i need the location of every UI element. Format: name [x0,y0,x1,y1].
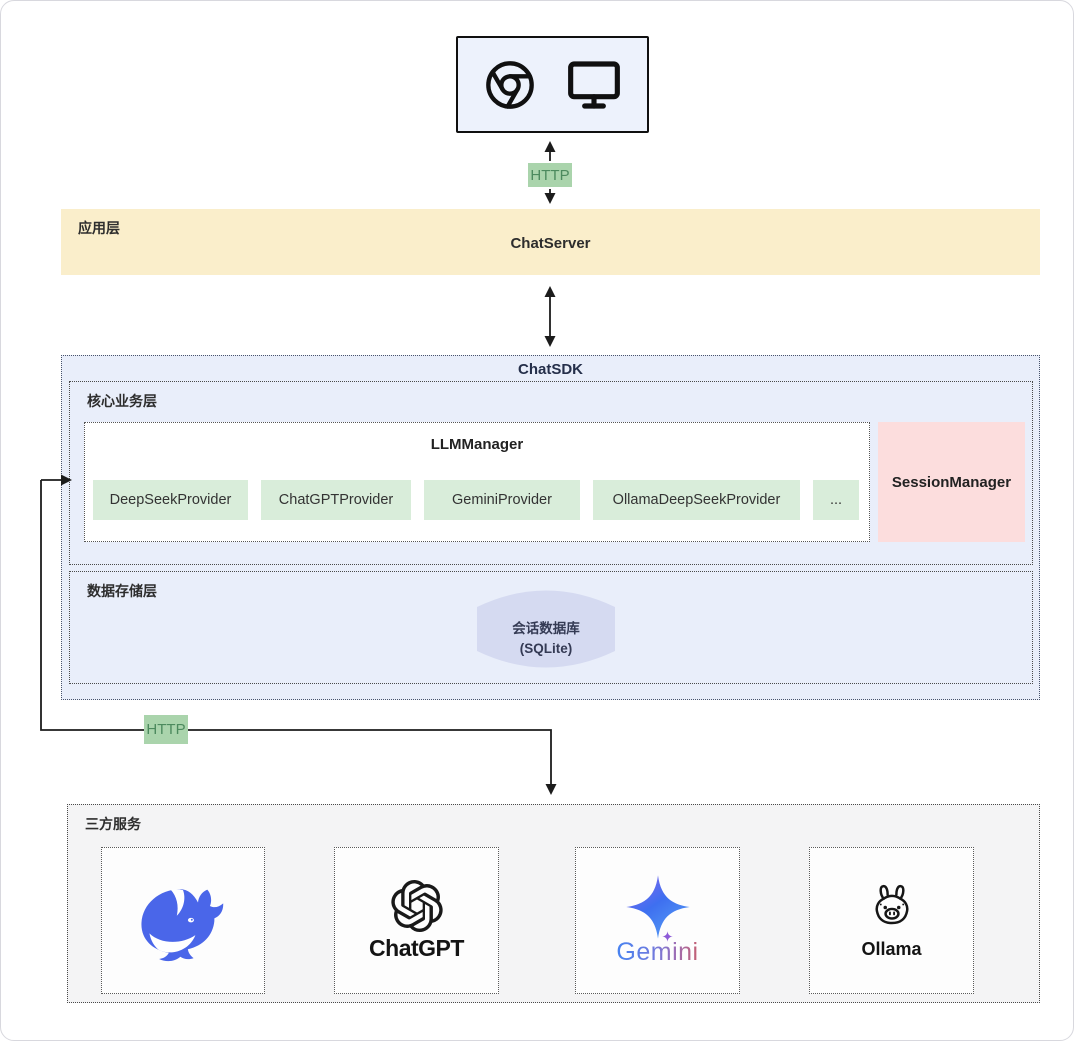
chrome-icon [485,60,534,109]
provider-gemini: GeminiProvider [424,480,580,520]
provider-ollama-deepseek: OllamaDeepSeekProvider [593,480,800,520]
ollama-label: Ollama [861,939,922,959]
session-database-label: 会话数据库 (SQLite) [512,621,580,657]
chatgpt-label: ChatGPT [369,934,464,961]
llm-manager: LLMManager DeepSeekProvider ChatGPTProvi… [84,422,870,542]
data-storage-layer: 数据存储层 会话数据库 (SQLite) [69,571,1033,684]
ollama-llama-icon [874,884,909,925]
core-business-layer-label: 核心业务层 [87,393,157,409]
http-label-bottom: HTTP [144,715,188,744]
chatsdk-title: ChatSDK [517,361,583,378]
provider-ellipsis: ... [813,480,859,520]
gemini-label-wrap: Gemini [616,931,699,967]
gemini-label: Gemini [616,938,699,966]
chatsdk-container: ChatSDK 核心业务层 LLMManager DeepSeekProvide… [61,355,1040,700]
openai-icon [390,879,443,932]
data-storage-layer-label: 数据存储层 [87,583,157,599]
service-deepseek [101,847,265,994]
llm-manager-title: LLMManager [430,436,524,453]
third-party-label: 三方服务 [85,816,141,832]
provider-row: DeepSeekProvider ChatGPTProvider GeminiP… [93,480,859,520]
core-business-layer: 核心业务层 LLMManager DeepSeekProvider ChatGP… [69,381,1033,565]
provider-chatgpt: ChatGPTProvider [261,480,411,520]
application-layer: 应用层 ChatServer [61,209,1040,275]
http-label-top: HTTP [528,163,572,187]
gemini-star-icon [625,875,690,939]
deepseek-whale-icon [141,888,224,961]
service-gemini: Gemini [575,847,740,994]
gemini-sparkle-icon [661,931,673,942]
chatserver-node: ChatServer [510,235,591,252]
client-browser-box [456,36,649,133]
service-chatgpt: ChatGPT [334,847,499,994]
session-database: 会话数据库 (SQLite) [477,587,615,671]
application-layer-label: 应用层 [78,220,120,236]
third-party-services: 三方服务 ChatGPT [67,804,1040,1003]
session-manager: SessionManager [878,422,1025,542]
monitor-icon [567,60,620,109]
service-ollama: Ollama [809,847,974,994]
provider-deepseek: DeepSeekProvider [93,480,248,520]
